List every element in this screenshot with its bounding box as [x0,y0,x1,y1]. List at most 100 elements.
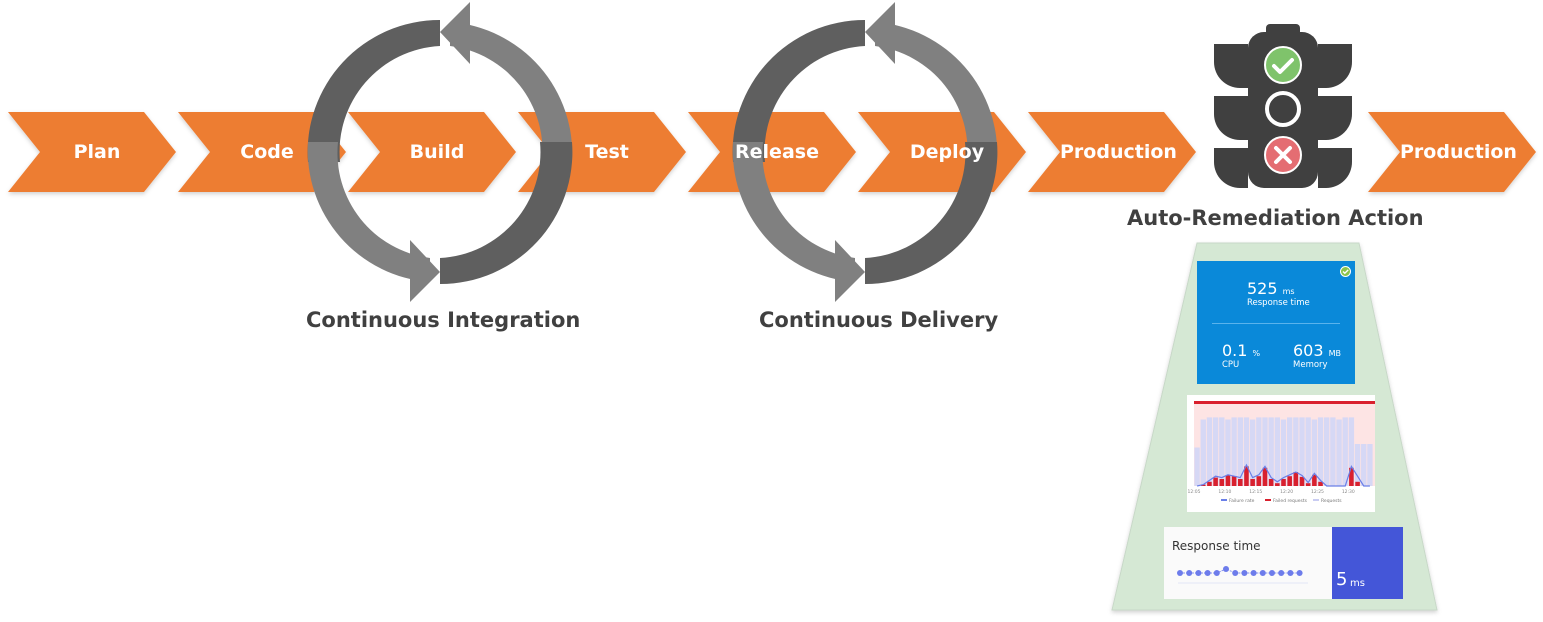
failed-requests-bar [1200,484,1206,486]
chevron-release [688,112,856,192]
requests-bar [1311,419,1318,486]
failed-requests-bar [1318,481,1323,486]
response-card-value: 5 [1336,569,1348,590]
loop-arrowhead-bottom [410,240,440,302]
failed-requests-bar [1305,483,1311,486]
cpu-unit: % [1252,349,1261,358]
cd-loop-arrows [732,2,998,302]
sparkline-point [1259,570,1266,576]
failed-requests-bar [1268,479,1274,486]
legend-label: Requests [1321,498,1342,504]
cd-caption: Continuous Delivery [759,308,999,332]
requests-bar [1212,417,1219,486]
loop-arc-lower-right [440,142,573,285]
cpu-value: 0.1 [1222,341,1248,360]
requests-bar [1336,419,1342,486]
failed-requests-bar [1299,476,1305,486]
requests-bar [1354,444,1361,486]
stage-label-production: Production [1060,141,1177,163]
failed-requests-bar [1281,479,1286,486]
loop-arrowhead-bottom [835,240,865,302]
requests-bar [1324,417,1330,486]
failed-requests-bar [1213,477,1218,486]
x-tick-label: 12:15 [1249,489,1262,495]
legend-swatch [1221,499,1227,501]
response-time-card: Response time [1164,527,1332,599]
tile-divider [1212,323,1340,324]
requests-bar [1367,444,1373,486]
stage-label-test: Test [585,141,629,163]
stage-label-deploy: Deploy [909,141,985,163]
failed-requests-bar [1250,479,1255,486]
sparkline-point [1287,570,1294,576]
traffic-light-icon [1214,24,1352,188]
memory-unit: MB [1328,349,1342,358]
legend-swatch [1265,499,1271,501]
metrics-tile: 525 ms Response time 0.1 % CPU 603 MB Me… [1197,261,1355,384]
requests-bar [1305,417,1311,486]
failed-requests-bar [1231,476,1237,486]
x-tick-label: 12:30 [1342,489,1355,495]
requests-bar [1286,417,1293,486]
memory-label: Memory [1293,360,1328,370]
sparkline-point [1269,570,1275,576]
requests-bar [1268,417,1274,486]
failed-requests-bar [1219,479,1225,486]
loop-arc-lower-left [307,142,430,282]
loop-arc-upper-left [732,19,865,162]
requests-bar [1225,419,1231,486]
chevron-code [178,112,346,192]
loop-arc-upper-right [450,22,573,162]
sparkline-point [1223,566,1229,572]
sparkline-point [1204,570,1211,576]
legend-swatch [1313,499,1319,501]
stage-label-build: Build [409,141,465,163]
requests-bar [1274,417,1281,486]
x-tick-label: 12:05 [1188,489,1201,495]
sparkline-point [1232,570,1239,576]
loop-arc-lower-left [732,142,855,282]
legend-label: Failed requests [1273,498,1308,504]
failed-requests-bar [1312,474,1317,486]
sparkline-point [1278,570,1285,576]
requests-bar [1262,417,1268,486]
response-time-metric: 525 ms Response time [1247,279,1310,308]
requests-bar [1206,417,1213,486]
stage-label-code: Code [240,141,294,163]
memory-value: 603 [1293,341,1324,360]
cpu-label: CPU [1222,360,1240,370]
sparkline-point [1296,570,1303,576]
failed-requests-bar [1275,483,1280,486]
requests-bar [1342,417,1348,486]
x-light-icon [1264,136,1302,174]
failure-rate-line [1196,463,1370,487]
stage-label-plan: Plan [73,141,121,163]
failed-requests-bar [1238,479,1243,486]
sparkline-point [1250,570,1257,576]
chevron-build [348,112,516,192]
chevron-production [1368,112,1536,192]
response-time-label: Response time [1247,298,1310,308]
requests-bar [1219,417,1225,486]
x-tick-label: 12:10 [1218,489,1231,495]
sparkline-point [1177,570,1183,576]
requests-bar [1231,417,1237,486]
failed-requests-bar [1256,476,1262,486]
failed-requests-bar [1355,481,1360,486]
stage-label-release: Release [735,141,819,163]
x-tick-label: 12:25 [1311,489,1324,495]
requests-bar [1243,417,1250,486]
requests-bar [1330,417,1336,486]
x-tick-label: 12:20 [1280,489,1293,495]
loop-arrowhead-top [865,2,895,64]
sparkline-point [1195,570,1202,576]
requests-bar [1249,419,1256,486]
requests-bar [1293,417,1299,486]
cpu-metric: 0.1 % CPU [1222,341,1260,370]
memory-metric: 603 MB Memory [1293,341,1341,370]
sparkline-point [1241,570,1248,576]
requests-bar [1348,417,1355,486]
sparkline-point [1186,570,1193,576]
